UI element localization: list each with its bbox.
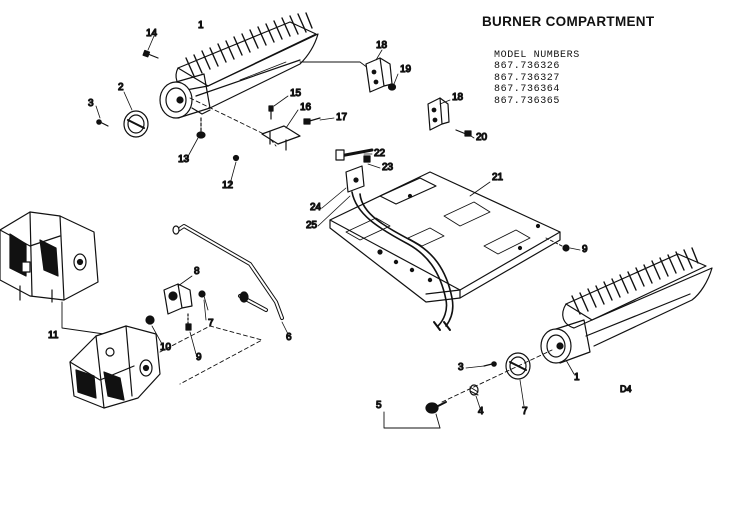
screw-9-lower <box>186 314 191 330</box>
callout-11: 11 <box>48 330 59 341</box>
assembly-leader-line <box>190 98 276 146</box>
nut-19 <box>389 84 396 90</box>
gas-valve-upper <box>0 212 98 302</box>
diagram-title: BURNER COMPARTMENT <box>482 14 655 29</box>
callout-8: 8 <box>194 266 200 277</box>
model-number: 867.736327 <box>494 72 561 84</box>
model-number: 867.736364 <box>494 84 561 96</box>
upper-burner-assembly <box>160 13 318 118</box>
screw-17 <box>304 118 320 124</box>
burner-ribs <box>186 13 312 76</box>
callout-22: 22 <box>374 148 386 159</box>
callout-17: 17 <box>336 112 348 123</box>
callout-7: 7 <box>208 318 214 329</box>
orifice-5 <box>384 402 446 428</box>
callout-18: 18 <box>452 92 464 103</box>
callout-19: 19 <box>400 64 412 75</box>
bracket-18-lower <box>428 98 449 130</box>
bracket-16 <box>262 126 300 150</box>
assembly-leader-line <box>160 326 262 384</box>
lower-burner-assembly <box>541 248 712 363</box>
model-number: 867.736326 <box>494 61 561 73</box>
screw-3-right <box>484 362 496 366</box>
callout-leader-11 <box>62 302 104 334</box>
model-numbers-heading: MODEL NUMBERS <box>494 50 580 61</box>
screw-15 <box>269 106 273 119</box>
screw-14 <box>143 50 158 58</box>
callout-16: 16 <box>300 102 312 113</box>
callout-3: 3 <box>458 362 464 373</box>
callout-9: 9 <box>196 352 202 363</box>
callout-1: 1 <box>574 372 580 383</box>
callout-labels: 1 14 2 3 13 12 15 16 17 18 19 18 20 22 2… <box>47 19 632 417</box>
burner-plate-21 <box>330 172 560 302</box>
callout-leaders <box>96 36 580 408</box>
callout-12: 12 <box>222 180 234 191</box>
screw-9-right <box>546 238 569 251</box>
spring-4 <box>470 385 478 395</box>
model-numbers-list: MODEL NUMBERS 867.736326 867.736327 867.… <box>494 50 580 107</box>
callout-7: 7 <box>522 406 528 417</box>
callout-15: 15 <box>290 88 302 99</box>
screw-12 <box>234 156 239 161</box>
callout-1: 1 <box>198 20 204 31</box>
callout-21: 21 <box>492 172 504 183</box>
gas-valve-lower <box>70 326 160 408</box>
bracket-18-upper <box>366 58 392 92</box>
callout-14: 14 <box>146 28 158 39</box>
callout-6: 6 <box>286 332 292 343</box>
callout-18: 18 <box>376 40 388 51</box>
nut-10 <box>146 316 154 324</box>
screw-20 <box>456 130 471 136</box>
pilot-assembly <box>336 150 453 330</box>
callout-9: 9 <box>582 244 588 255</box>
burner-ribs <box>572 248 698 314</box>
manifold-pipe-6 <box>173 226 282 318</box>
assembly-leader-line <box>442 350 552 402</box>
callout-23: 23 <box>382 162 394 173</box>
callout-4: 4 <box>478 406 484 417</box>
callout-10: 10 <box>160 342 172 353</box>
callout-25: 25 <box>306 220 318 231</box>
callout-24: 24 <box>310 202 322 213</box>
callout-3: 3 <box>88 98 94 109</box>
nut-13 <box>197 118 205 138</box>
diagram-code: D4 <box>620 384 632 394</box>
air-shutter-2 <box>124 111 148 137</box>
screw-3 <box>97 120 108 126</box>
bracket-8 <box>164 284 192 314</box>
fitting-7 <box>199 291 208 310</box>
callout-13: 13 <box>178 154 190 165</box>
callout-5: 5 <box>376 400 382 411</box>
callout-2: 2 <box>118 82 124 93</box>
assembly-leader-line <box>300 62 376 74</box>
model-number: 867.736365 <box>494 95 561 107</box>
callout-20: 20 <box>476 132 488 143</box>
